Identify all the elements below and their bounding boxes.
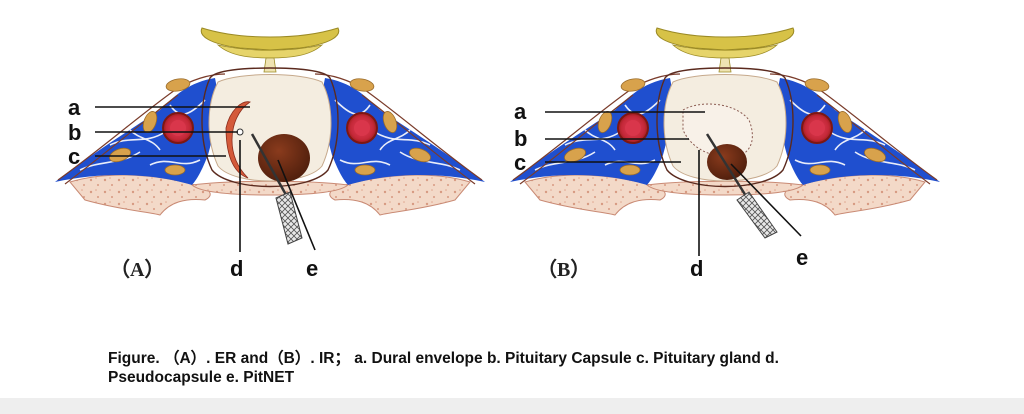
panel-a-leaders (95, 106, 316, 252)
panel-a-label-b: b (68, 120, 81, 145)
panel-b-label-e: e (796, 245, 808, 270)
panel-a-instrument (236, 128, 303, 245)
panel-a-capsule (225, 101, 251, 179)
panel-b-leaders (545, 111, 802, 256)
panel-b-label-d: d (690, 256, 703, 281)
caption-line-2: Pseudocapsule e. PitNET (108, 369, 295, 386)
panel-b (509, 27, 941, 256)
panel-b-resection-zone (682, 103, 753, 157)
bottom-bar (0, 398, 1024, 414)
panel-a (54, 27, 486, 252)
panel-a-label-e: e (306, 256, 318, 281)
panel-b-instrument (705, 133, 778, 239)
panel-a-title: （A） (110, 258, 164, 281)
panel-a-label-a: a (68, 95, 81, 120)
panel-a-anatomy (54, 27, 486, 216)
panel-a-label-d: d (230, 256, 243, 281)
figure-caption: Figure. （A）. ER and（B）. IR； a. Dural env… (108, 349, 988, 387)
panel-b-label-c: c (514, 150, 526, 175)
caption-line-1: Figure. （A）. ER and（B）. IR； a. Dural env… (108, 350, 779, 367)
panel-a-label-c: c (68, 144, 80, 169)
panel-b-title: （B） (537, 258, 590, 281)
panel-b-label-a: a (514, 99, 527, 124)
panel-b-label-b: b (514, 126, 527, 151)
